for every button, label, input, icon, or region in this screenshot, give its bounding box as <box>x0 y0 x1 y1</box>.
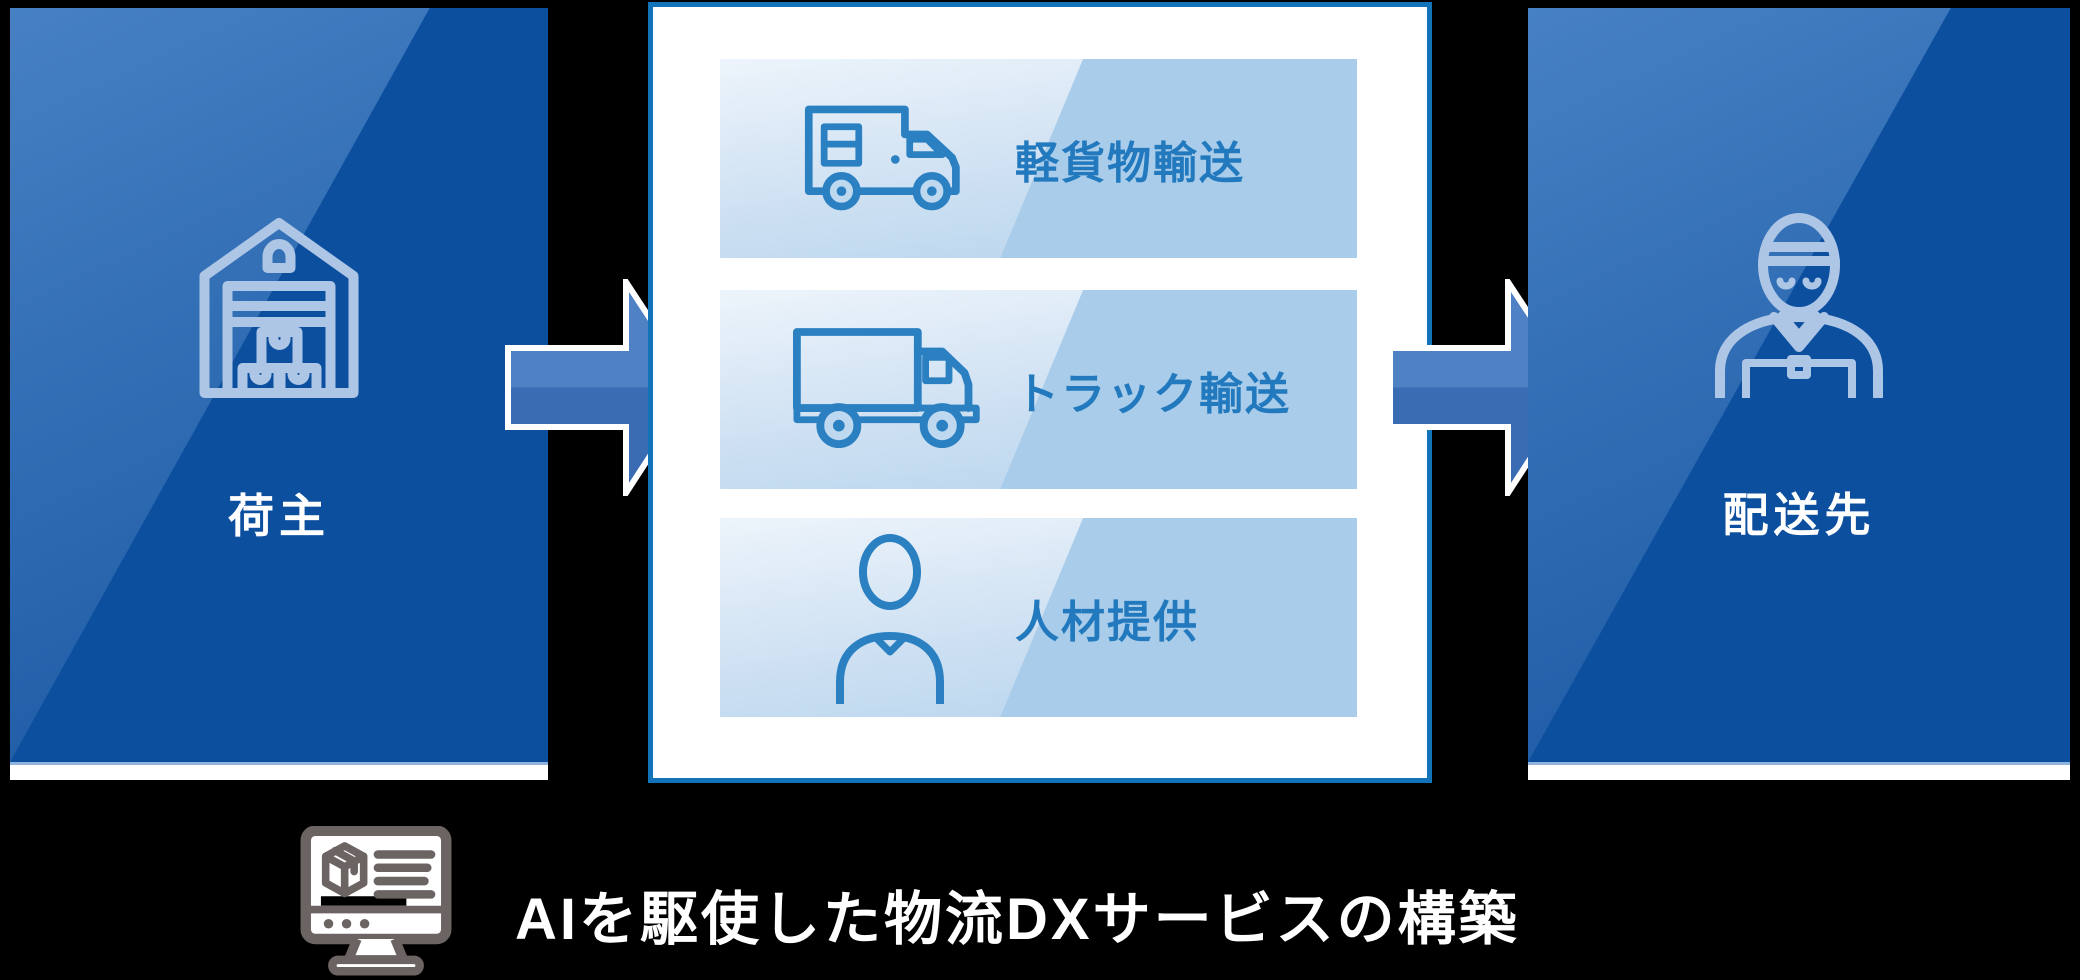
shipper-label: 荷主 <box>228 490 330 542</box>
destination-label: 配送先 <box>1722 489 1876 541</box>
service-label-truck: トラック輸送 <box>1015 369 1291 419</box>
truck-icon <box>720 324 1015 456</box>
footer-title: AIを駆使した物流DXサービスの構築 <box>515 887 1520 952</box>
delivery-van-icon <box>720 96 1015 221</box>
warehouse-icon <box>199 218 359 398</box>
service-label-light-cargo: 軽貨物輸送 <box>1015 138 1245 188</box>
shipper-box-background: 荷主 <box>10 8 548 765</box>
destination-box: 配送先 <box>1528 8 2070 780</box>
service-row-truck: トラック輸送 <box>720 290 1357 489</box>
service-row-light-cargo: 軽貨物輸送 <box>720 59 1357 258</box>
destination-box-floor <box>1528 765 2070 780</box>
service-label-staff: 人材提供 <box>1015 597 1199 647</box>
shipper-box-floor <box>10 765 548 780</box>
services-panel: 軽貨物輸送 トラック輸送 <box>648 2 1432 783</box>
monitor-package-icon <box>300 826 452 976</box>
worker-icon <box>720 532 1015 704</box>
shipper-box: 荷主 <box>10 8 548 780</box>
service-row-staff: 人材提供 <box>720 518 1357 717</box>
delivery-person-icon <box>1715 213 1883 398</box>
destination-box-background: 配送先 <box>1528 8 2070 765</box>
